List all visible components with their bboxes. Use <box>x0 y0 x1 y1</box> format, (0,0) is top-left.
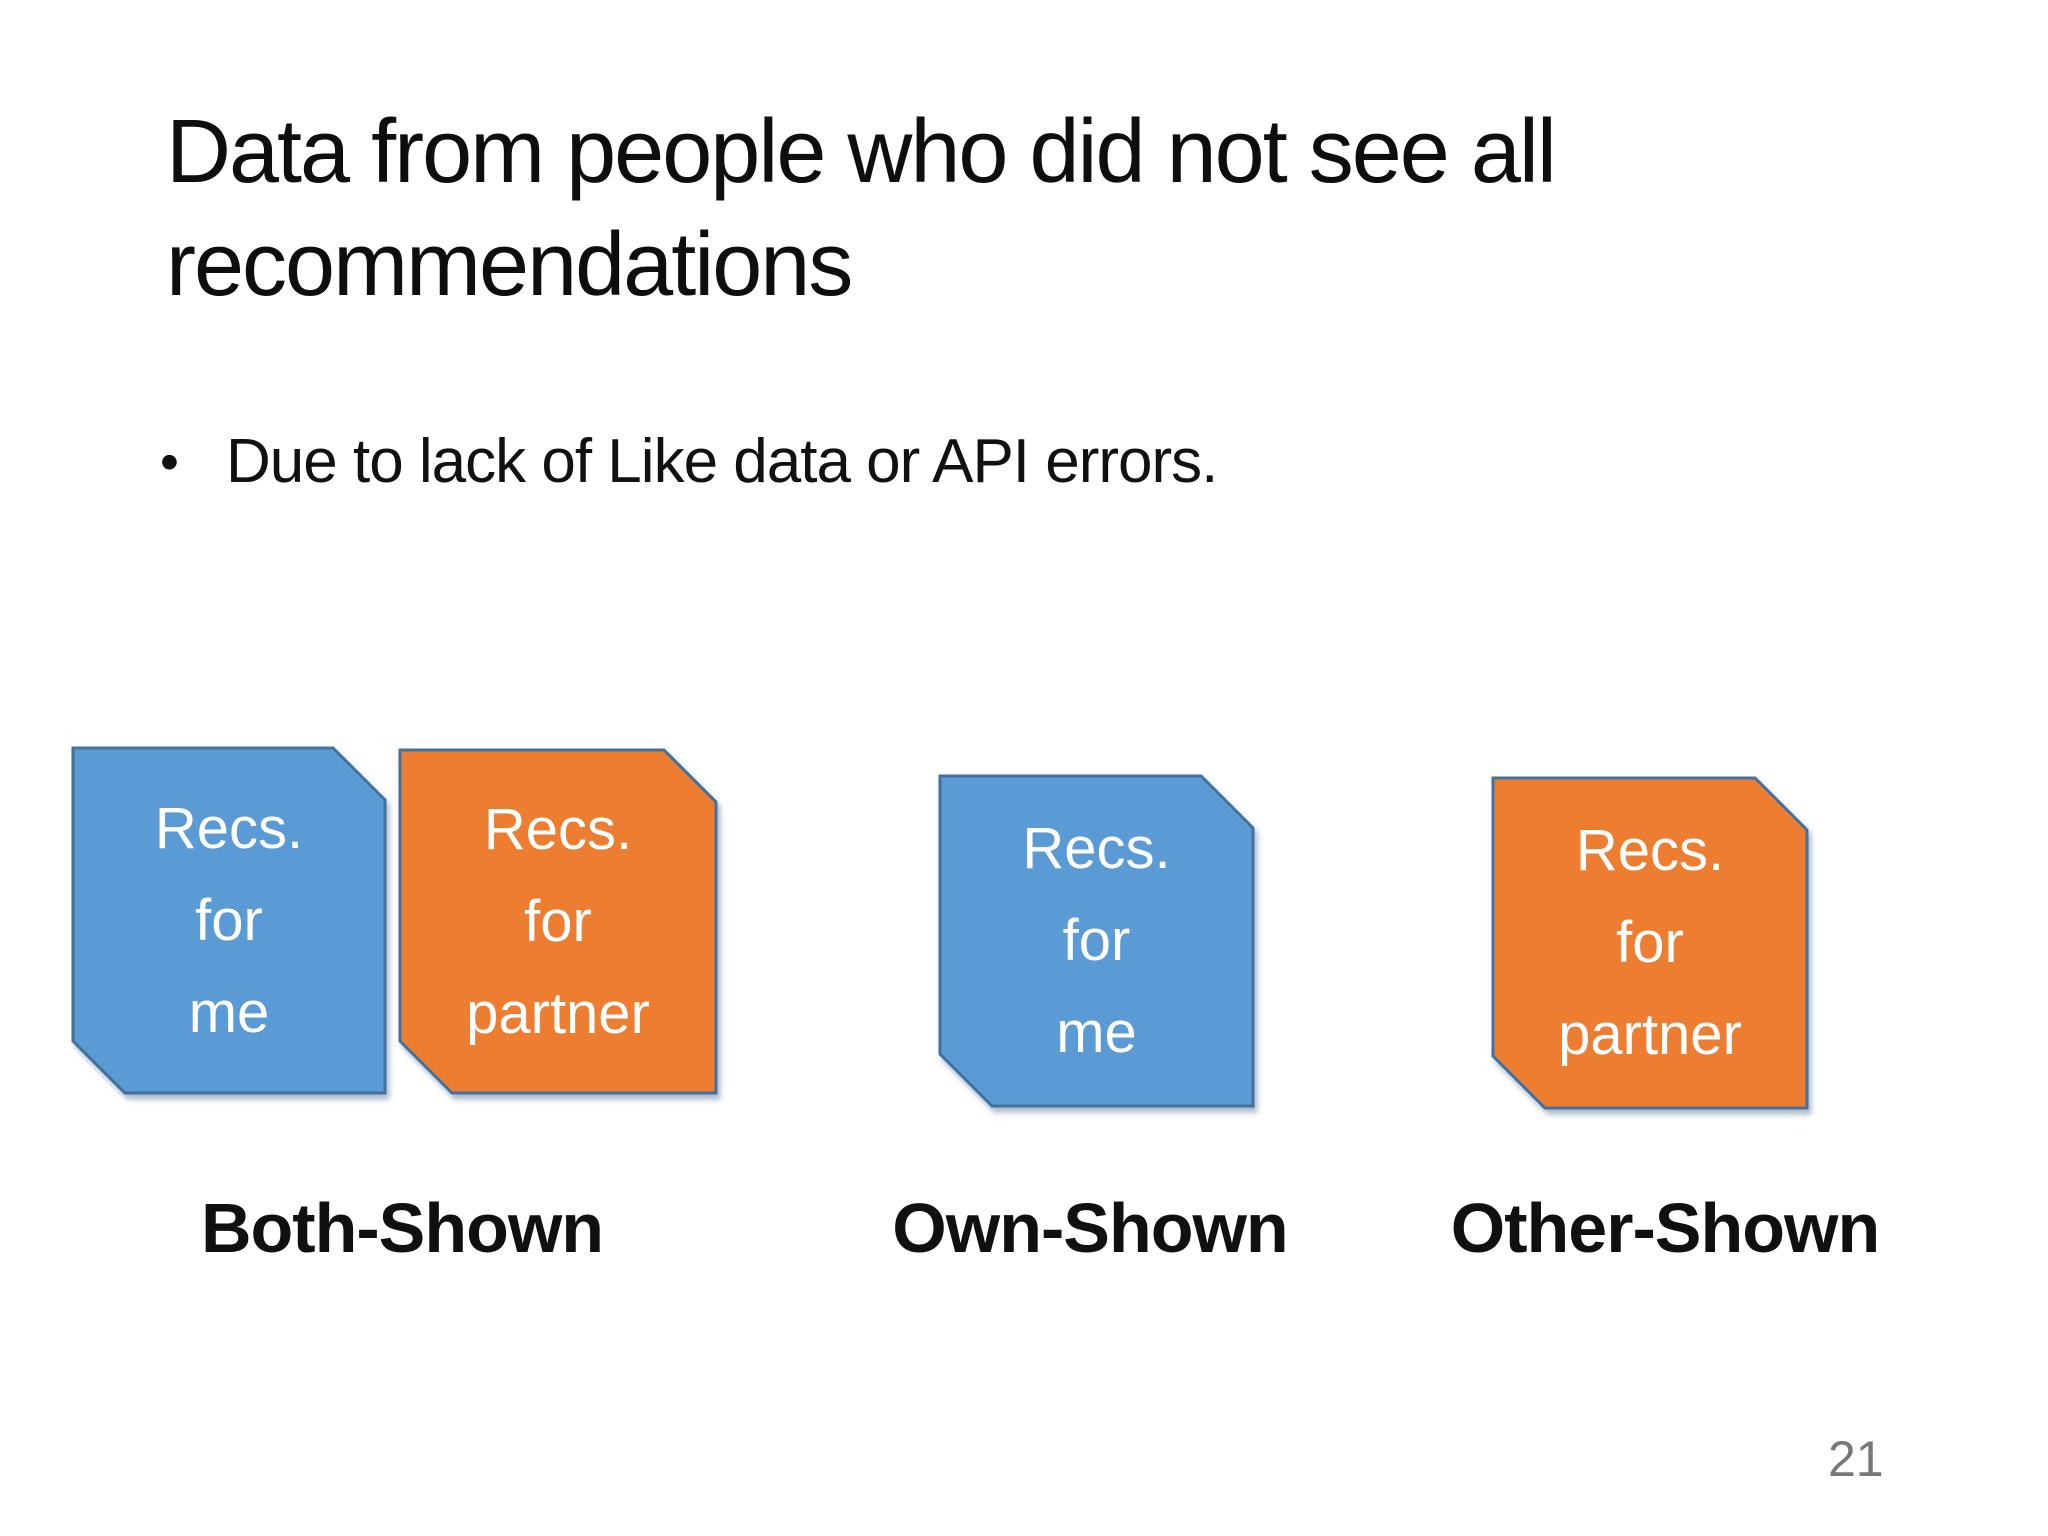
shape-label-line: for <box>195 887 263 953</box>
shape-label-line: for <box>1062 908 1131 973</box>
snip-corner-rectangle-blue <box>71 746 387 1095</box>
shape-fill-blue <box>940 776 1253 1106</box>
shape-label-line: me <box>188 979 270 1045</box>
shape-label-line: me <box>1056 1000 1137 1065</box>
page-title-line2: recommendations <box>166 215 853 316</box>
shape-label-line: Recs. <box>483 796 633 862</box>
group-label-own-shown: Own-Shown <box>892 1189 1288 1267</box>
shape-border <box>1491 776 1809 1110</box>
doc-shape-recs-for-partner-both: Recs. for partner <box>398 748 718 1095</box>
page-number: 21 <box>1828 1431 1884 1487</box>
shape-label: Recs. for me <box>73 748 385 1093</box>
page-title-line1: Data from people who did not see all <box>166 102 1557 202</box>
shape-label-line: Recs. <box>1022 816 1171 881</box>
group-label-both-shown: Both-Shown <box>200 1189 604 1267</box>
doc-shape-recs-for-partner-other: Recs. for partner <box>1491 776 1809 1110</box>
bullet-marker: • <box>160 432 179 492</box>
shape-fill-orange <box>400 750 716 1093</box>
shape-label: Recs. for partner <box>1493 778 1807 1108</box>
shape-label: Recs. for me <box>940 776 1253 1106</box>
shape-fill-blue <box>73 748 385 1093</box>
shape-border <box>938 774 1255 1108</box>
snip-corner-rectangle-blue <box>938 774 1255 1108</box>
shape-label-line: for <box>524 888 592 954</box>
bullet-text: Due to lack of Like data or API errors. <box>226 427 1218 496</box>
group-label-other-shown: Other-Shown <box>1450 1189 1880 1267</box>
shape-label-line: for <box>1616 910 1684 975</box>
doc-shape-recs-for-me-both: Recs. for me <box>71 746 387 1095</box>
shape-label-line: Recs. <box>1575 818 1725 883</box>
page-title: Data from people who did not see all rec… <box>166 96 1866 323</box>
shape-label-line: partner <box>466 980 650 1046</box>
bullet-item: • Due to lack of Like data or API errors… <box>160 420 1218 504</box>
shape-label-line: partner <box>1558 1002 1742 1067</box>
shape-border <box>398 748 718 1095</box>
snip-corner-rectangle-orange <box>398 748 718 1095</box>
snip-corner-rectangle-orange <box>1491 776 1809 1110</box>
shape-border <box>71 746 387 1095</box>
shape-label: Recs. for partner <box>400 750 716 1093</box>
shape-fill-orange <box>1493 778 1807 1108</box>
shape-label-line: Recs. <box>154 795 304 861</box>
doc-shape-recs-for-me-own: Recs. for me <box>938 774 1255 1108</box>
